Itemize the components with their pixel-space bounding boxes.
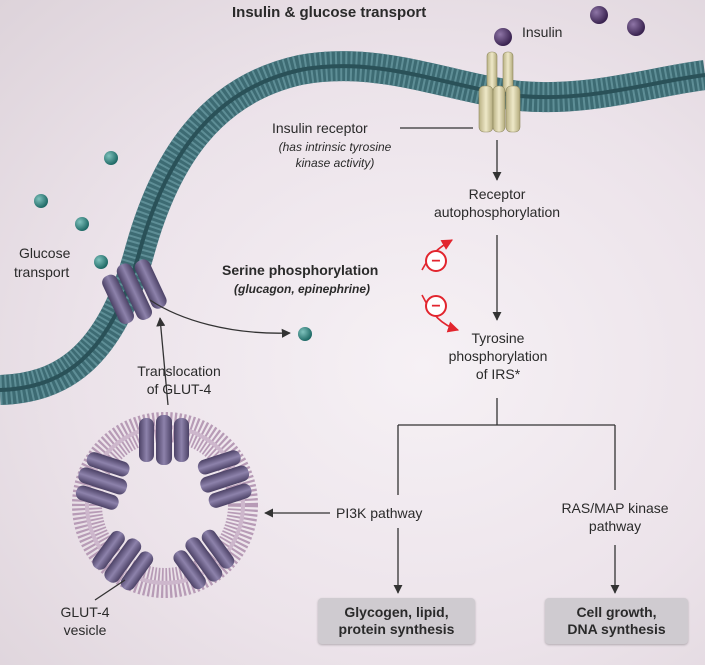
diagram-title: Insulin & glucose transport — [232, 4, 427, 21]
output-right-line1: Cell growth, — [576, 604, 657, 620]
insulin-receptor-shape — [478, 51, 521, 133]
glut4-membrane-transporter — [102, 259, 167, 324]
translocation-line2: of GLUT-4 — [146, 381, 212, 397]
inhibit-symbol-bottom: − — [425, 295, 447, 317]
receptor-note-line1: (has intrinsic tyrosine — [278, 140, 392, 154]
glut4-vesicle-line2: vesicle — [63, 622, 107, 638]
receptor-note-line2: kinase activity) — [295, 156, 375, 170]
svg-text:−: − — [431, 253, 440, 270]
inhibit-symbol-top: − — [425, 250, 447, 272]
svg-text:−: − — [431, 298, 440, 315]
pathway-arrows — [94, 127, 620, 601]
output-left-line2: protein synthesis — [338, 621, 455, 637]
serine-phosphorylation-label: Serine phosphorylation — [222, 262, 379, 278]
vesicle-transporters — [75, 415, 252, 591]
receptor-autophos-line2: autophosphorylation — [433, 204, 561, 220]
glucose-molecules — [34, 151, 312, 341]
serine-phosphorylation-note: (glucagon, epinephrine) — [234, 282, 371, 296]
output-left-line1: Glycogen, lipid, — [344, 604, 449, 620]
output-box-glycogen: Glycogen, lipid, protein synthesis — [318, 598, 475, 644]
insulin-molecules — [494, 6, 645, 46]
output-right-line2: DNA synthesis — [567, 621, 666, 637]
glucose-transport-line1: Glucose — [19, 245, 71, 261]
translocation-line1: Translocation — [137, 363, 221, 379]
cell-membrane — [0, 51, 705, 405]
ras-pathway-line2: pathway — [588, 518, 642, 534]
tyrosine-line2: phosphorylation — [448, 348, 548, 364]
tyrosine-line3: of IRS* — [475, 366, 521, 382]
glucose-influx-arrow — [149, 299, 291, 338]
receptor-autophos-line1: Receptor — [468, 186, 526, 202]
insulin-receptor-label: Insulin receptor — [272, 120, 368, 136]
output-box-cell-growth: Cell growth, DNA synthesis — [545, 598, 688, 644]
glucose-transport-line2: transport — [14, 264, 70, 280]
ras-pathway-line1: RAS/MAP kinase — [561, 500, 669, 516]
glut4-vesicle-line1: GLUT-4 — [60, 604, 110, 620]
tyrosine-line1: Tyrosine — [471, 330, 525, 346]
pi3k-pathway-label: PI3K pathway — [336, 505, 423, 521]
insulin-label: Insulin — [522, 24, 563, 40]
